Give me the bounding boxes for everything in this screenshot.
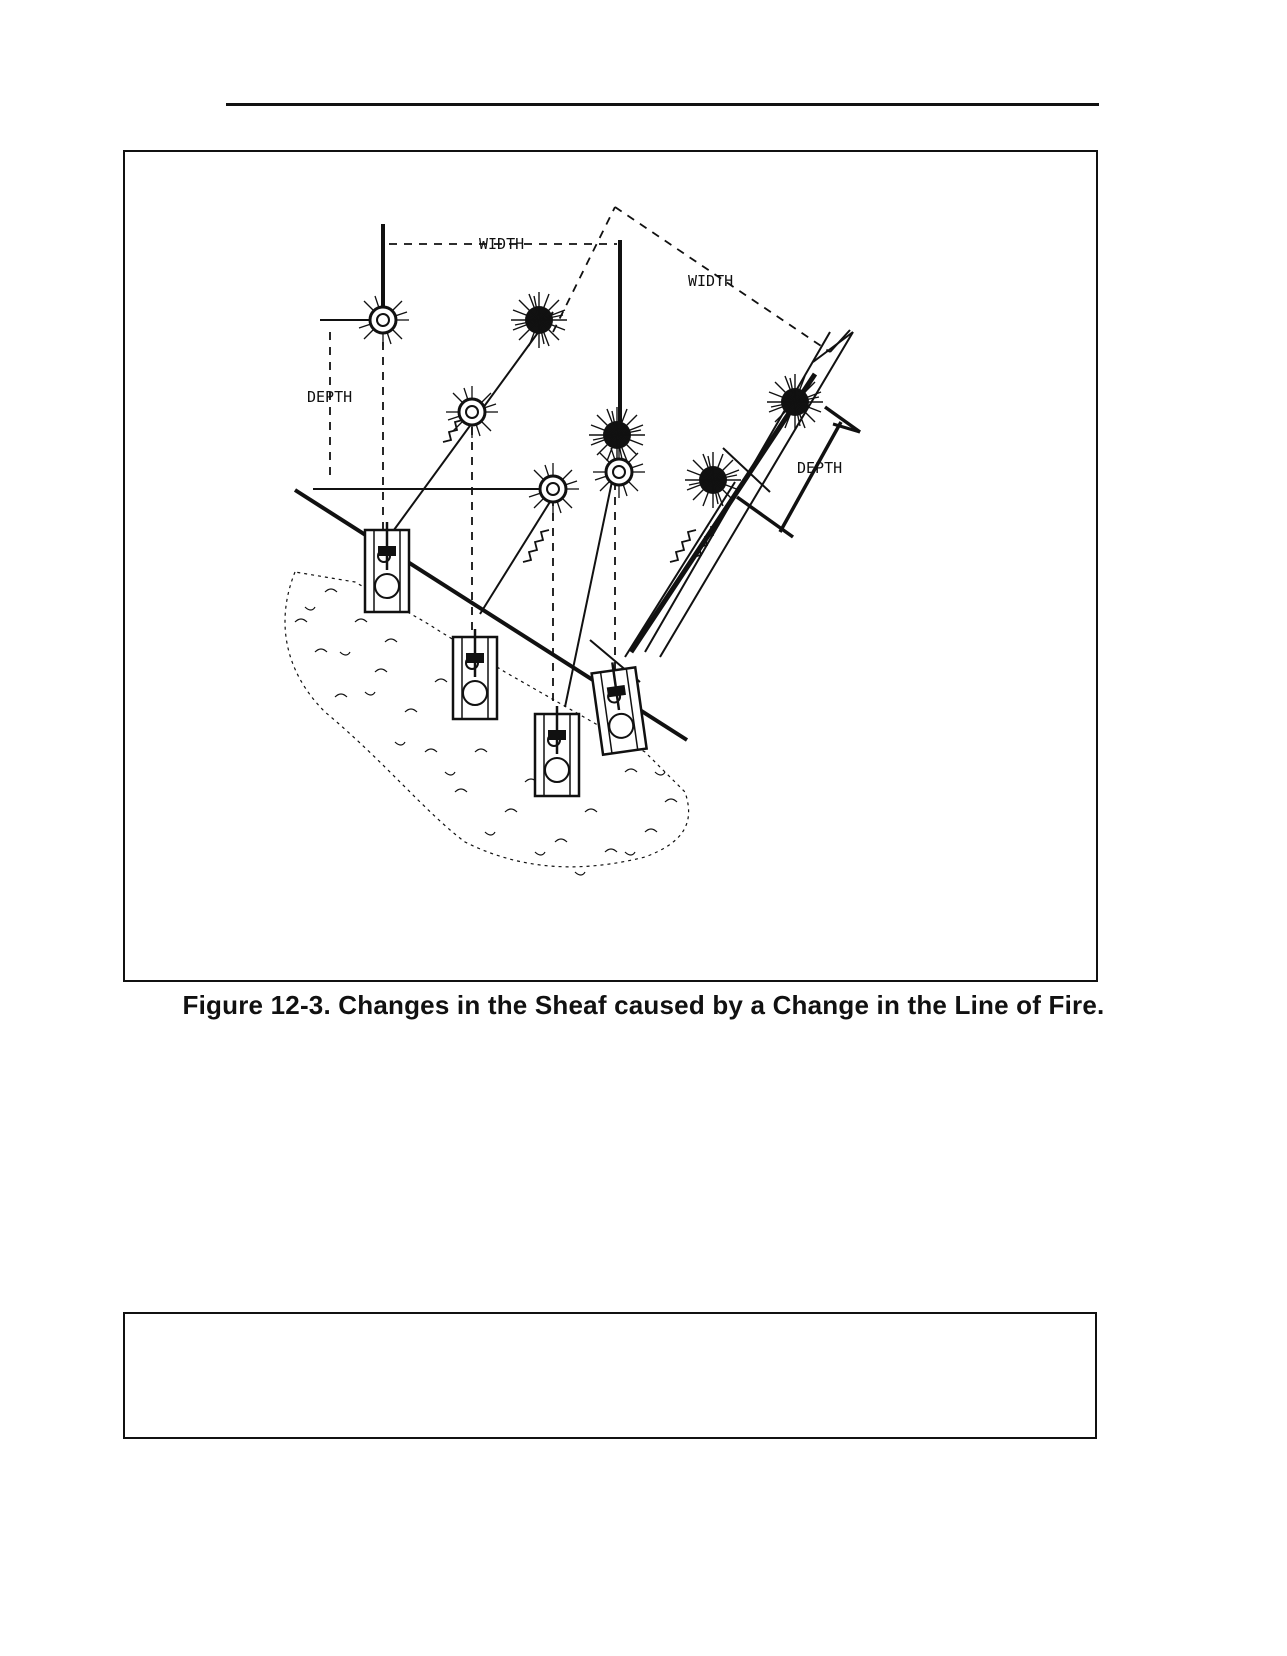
burst-icon — [355, 292, 411, 348]
figure-caption: Figure 12-3. Changes in the Sheaf caused… — [182, 990, 1105, 1020]
width-label-right: WIDTH — [688, 272, 733, 290]
burst-icon — [591, 444, 647, 500]
top-rule — [226, 103, 1099, 106]
figure-frame: WIDTH WIDTH DEPTH DEPTH — [123, 150, 1098, 982]
sheaf-diagram: WIDTH WIDTH DEPTH DEPTH — [284, 206, 862, 876]
burst-icon — [444, 384, 500, 440]
tank-icon — [363, 520, 411, 614]
depth-label-right: DEPTH — [797, 459, 842, 477]
burst-icon — [510, 291, 568, 349]
tank-icon — [589, 658, 648, 756]
empty-text-box — [123, 1312, 1097, 1439]
burst-icon — [684, 451, 742, 509]
width-label-left: WIDTH — [479, 235, 524, 253]
tank-icon — [533, 704, 581, 798]
depth-label-left: DEPTH — [307, 388, 352, 406]
burst-icon — [525, 461, 581, 517]
tank-icon — [451, 627, 499, 721]
rubble-texture — [284, 571, 690, 876]
burst-icon — [766, 373, 824, 431]
